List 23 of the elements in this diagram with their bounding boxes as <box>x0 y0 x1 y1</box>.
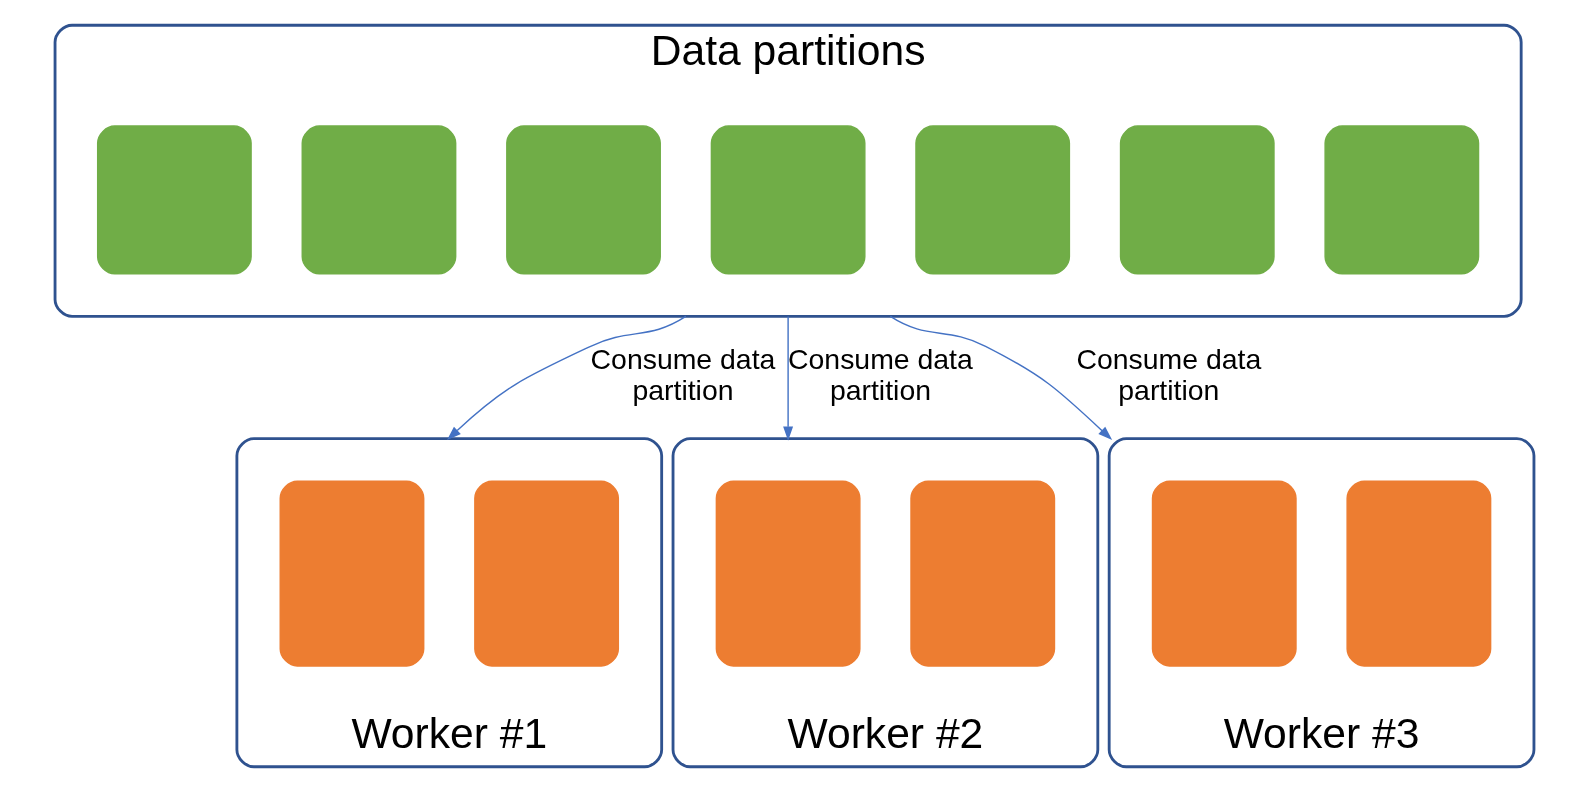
cluster: Data partitions <box>53 23 1523 318</box>
node-box <box>1345 480 1491 667</box>
node-box <box>279 480 424 667</box>
node-box <box>301 125 456 275</box>
cluster: Worker #3 <box>1107 437 1535 769</box>
node-box <box>96 125 252 275</box>
cluster: Worker #2 <box>671 437 1099 769</box>
node-box <box>1323 125 1479 275</box>
arrow <box>889 315 1112 441</box>
node-box <box>1151 480 1297 667</box>
node-box <box>1119 125 1275 275</box>
node-box <box>715 480 861 667</box>
node-box <box>914 125 1070 275</box>
node-box <box>505 125 661 275</box>
edge-label: Consume data partition <box>787 343 973 407</box>
arrow <box>446 315 687 441</box>
edge-label: Consume data partition <box>1075 343 1261 407</box>
node-box <box>909 480 1055 667</box>
arrow <box>782 315 793 441</box>
node-box <box>473 480 619 667</box>
edge-label: Consume data partition <box>590 343 775 407</box>
node-box <box>710 125 866 275</box>
cluster: Worker #1 <box>234 437 663 769</box>
